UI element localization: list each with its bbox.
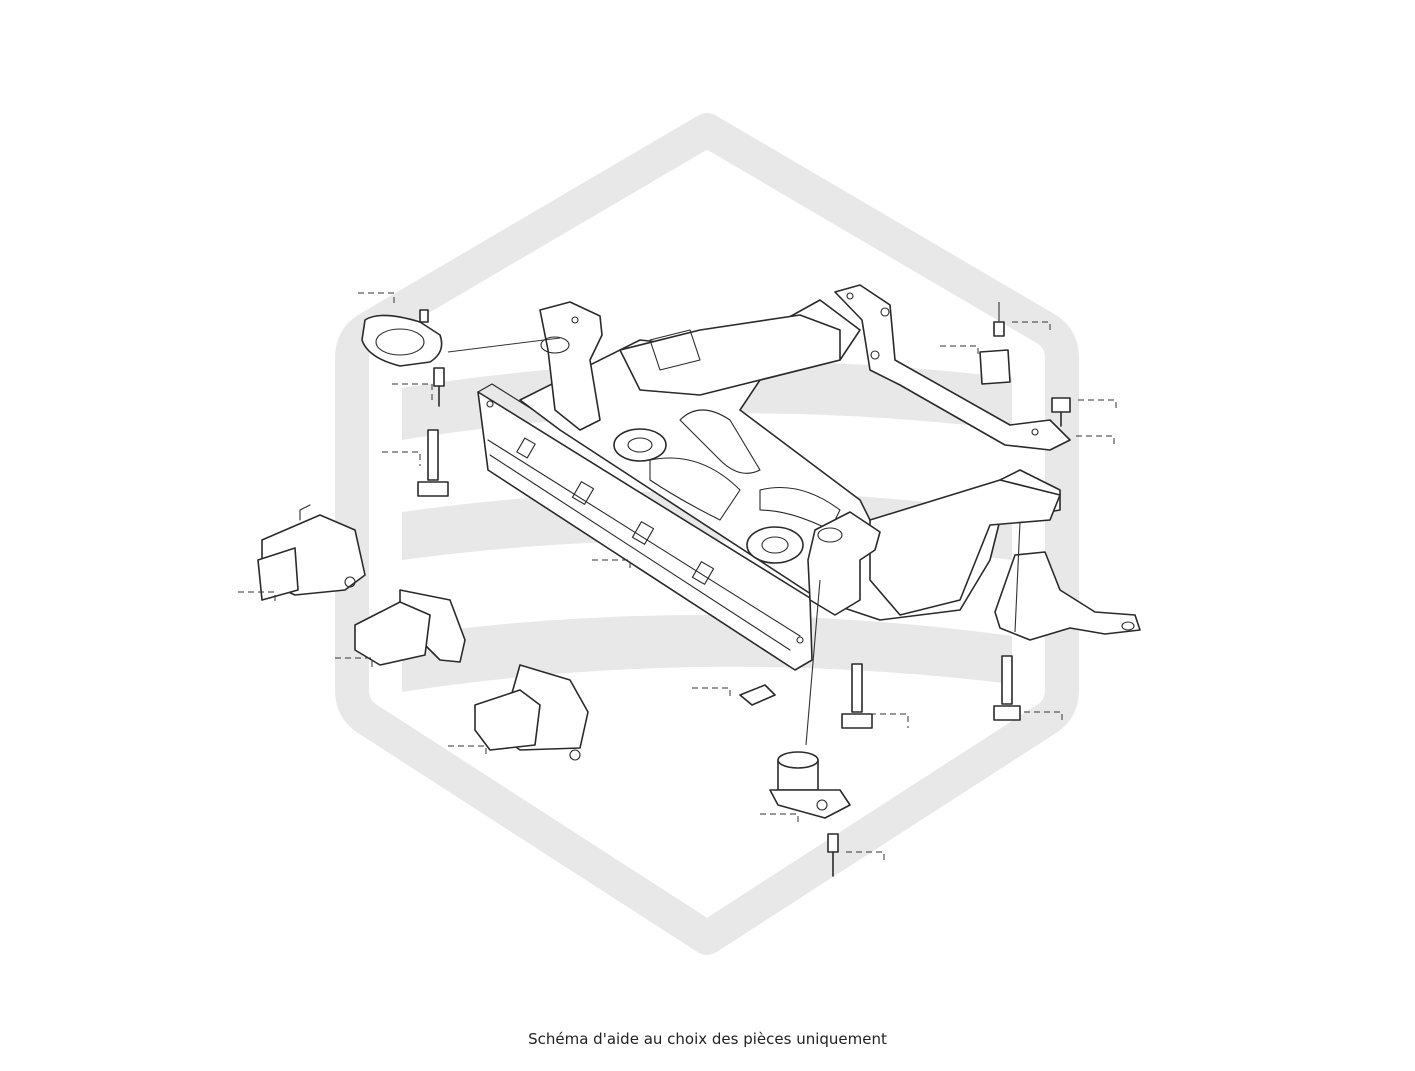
mount-plate-oval[interactable] (361, 309, 561, 367)
front-bush-bracket[interactable] (335, 589, 466, 670)
rail-callout (358, 292, 631, 572)
retaining-clip[interactable] (692, 684, 776, 706)
alignment-pin[interactable] (827, 833, 885, 877)
diagram-caption: Schéma d'aide au choix des pièces unique… (528, 1030, 887, 1048)
mounting-bolt-right[interactable] (993, 655, 1063, 724)
guide-pin[interactable] (993, 302, 1051, 337)
locating-pin[interactable] (392, 367, 445, 407)
damper-block[interactable] (940, 345, 1011, 385)
rear-bush-bracket[interactable] (238, 504, 366, 604)
subframe-crossmember[interactable] (477, 299, 1061, 671)
mounting-bolt-left[interactable] (382, 429, 449, 497)
side-bush-bracket[interactable] (448, 664, 589, 761)
front-right-mount-bracket[interactable] (807, 511, 881, 616)
mounting-bolt-center[interactable] (841, 663, 909, 729)
subframe-bush-sleeve[interactable] (760, 579, 851, 826)
steering-rack-brace[interactable] (834, 284, 1071, 451)
heat-shield-plate[interactable] (994, 521, 1141, 641)
rear-left-mount-bracket[interactable] (539, 301, 603, 431)
screw-clip[interactable] (1051, 397, 1117, 448)
